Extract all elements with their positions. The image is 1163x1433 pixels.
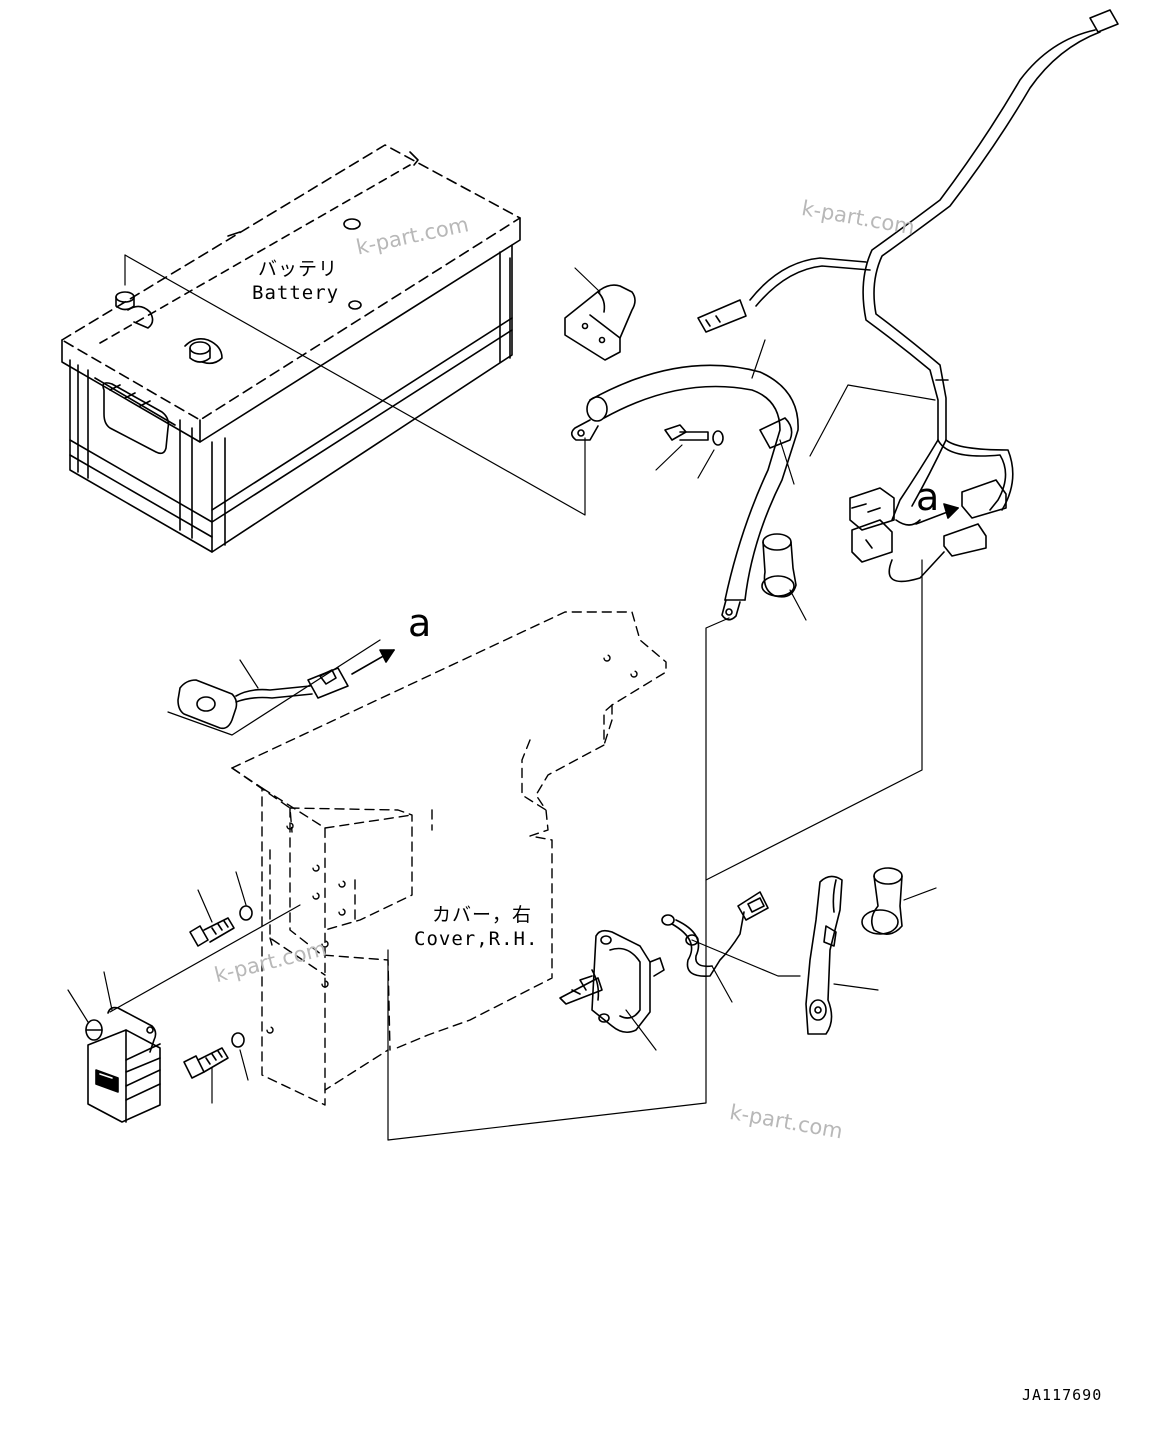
battery-label-jp: バッテリ — [258, 258, 339, 280]
cover-label-jp: カバー，右 — [432, 904, 533, 926]
battery-switch — [559, 929, 665, 1051]
terminal-boot-lower — [861, 867, 937, 935]
harness-connection-mark: a — [916, 475, 940, 519]
sensor-lead — [167, 639, 395, 736]
drawing-code: JA117690 — [1022, 1386, 1103, 1404]
short-cable — [805, 875, 879, 1035]
battery — [61, 144, 521, 553]
cover-rh — [231, 611, 667, 1106]
terminal-boot — [761, 533, 807, 621]
relay-module — [67, 971, 161, 1123]
wire-harness — [697, 9, 1119, 583]
bolt-washer-top — [655, 424, 724, 479]
clip — [564, 267, 636, 361]
cover-label-en: Cover,R.H. — [414, 928, 539, 950]
bolt-washer-upper — [109, 871, 301, 1013]
bolt-washer-lower — [183, 1032, 249, 1104]
battery-cable — [570, 339, 799, 621]
ground-lead — [661, 891, 801, 1003]
sensor-connection-mark: a — [408, 601, 432, 645]
battery-label-en: Battery — [252, 282, 340, 304]
